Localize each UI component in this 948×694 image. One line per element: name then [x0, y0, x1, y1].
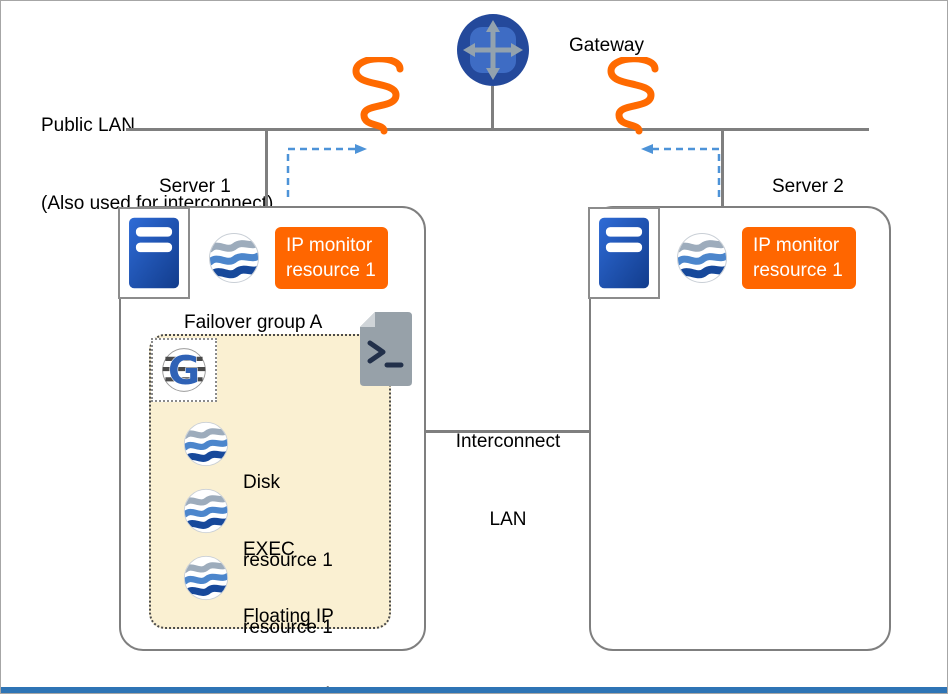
server2-label: Server 2 — [772, 176, 844, 197]
server1-ip-monitor-resource-icon — [208, 232, 260, 284]
interconnect-lan-label-line2: LAN — [489, 509, 527, 530]
gateway-connector-line — [491, 86, 494, 130]
failover-group-globe-icon: G — [151, 338, 217, 402]
server2-connector-line — [721, 130, 724, 207]
floating-ip-resource-label: Floating IP resource 1 — [243, 552, 334, 693]
exec-resource-label: EXEC resource 1 — [243, 485, 333, 693]
gateway-label: Gateway — [569, 35, 644, 56]
ip-monitor-tornado-right-icon — [607, 57, 659, 135]
disk-resource-icon — [183, 421, 229, 467]
failover-group-label: Failover group A — [184, 312, 323, 333]
exec-resource-label-line2: resource 1 — [243, 617, 333, 638]
server1-ip-monitor-badge-line1: IP monitor — [286, 235, 373, 256]
public-lan-line — [126, 128, 869, 131]
bottom-accent-bar — [1, 687, 947, 693]
script-terminal-icon — [360, 312, 412, 386]
server1-connector-line — [265, 130, 268, 207]
server2-ip-monitor-badge: IP monitor resource 1 — [742, 227, 856, 289]
disk-resource-label: Disk resource 1 — [243, 418, 333, 626]
server1-ip-monitor-badge: IP monitor resource 1 — [275, 227, 388, 289]
disk-resource-label-line2: resource 1 — [243, 550, 333, 571]
floating-ip-resource-label-line1: Floating IP — [243, 606, 334, 627]
server1-tower-icon — [118, 207, 190, 299]
server1-ip-monitor-badge-line2: resource 1 — [286, 260, 376, 281]
interconnect-lan-label-line1: Interconnect — [455, 431, 561, 452]
gateway-router-icon — [457, 14, 529, 86]
ip-monitor-tornado-left-icon — [352, 57, 404, 135]
interconnect-lan-line — [426, 430, 589, 433]
server2-ip-monitor-resource-icon — [676, 232, 728, 284]
interconnect-lan-label: Interconnect LAN — [425, 377, 591, 585]
monitor-arrow-right — [641, 144, 721, 197]
monitor-arrow-left — [286, 144, 367, 197]
floating-ip-resource-icon — [183, 555, 229, 601]
disk-resource-label-line1: Disk — [243, 472, 280, 493]
server2-ip-monitor-badge-line1: IP monitor — [753, 235, 840, 256]
svg-text:G: G — [168, 349, 200, 394]
server2-tower-icon — [588, 207, 660, 299]
server1-label: Server 1 — [159, 176, 231, 197]
server2-ip-monitor-badge-line2: resource 1 — [753, 260, 843, 281]
exec-resource-label-line1: EXEC — [243, 539, 295, 560]
exec-resource-icon — [183, 488, 229, 534]
public-lan-label-line1: Public LAN — [41, 115, 135, 136]
